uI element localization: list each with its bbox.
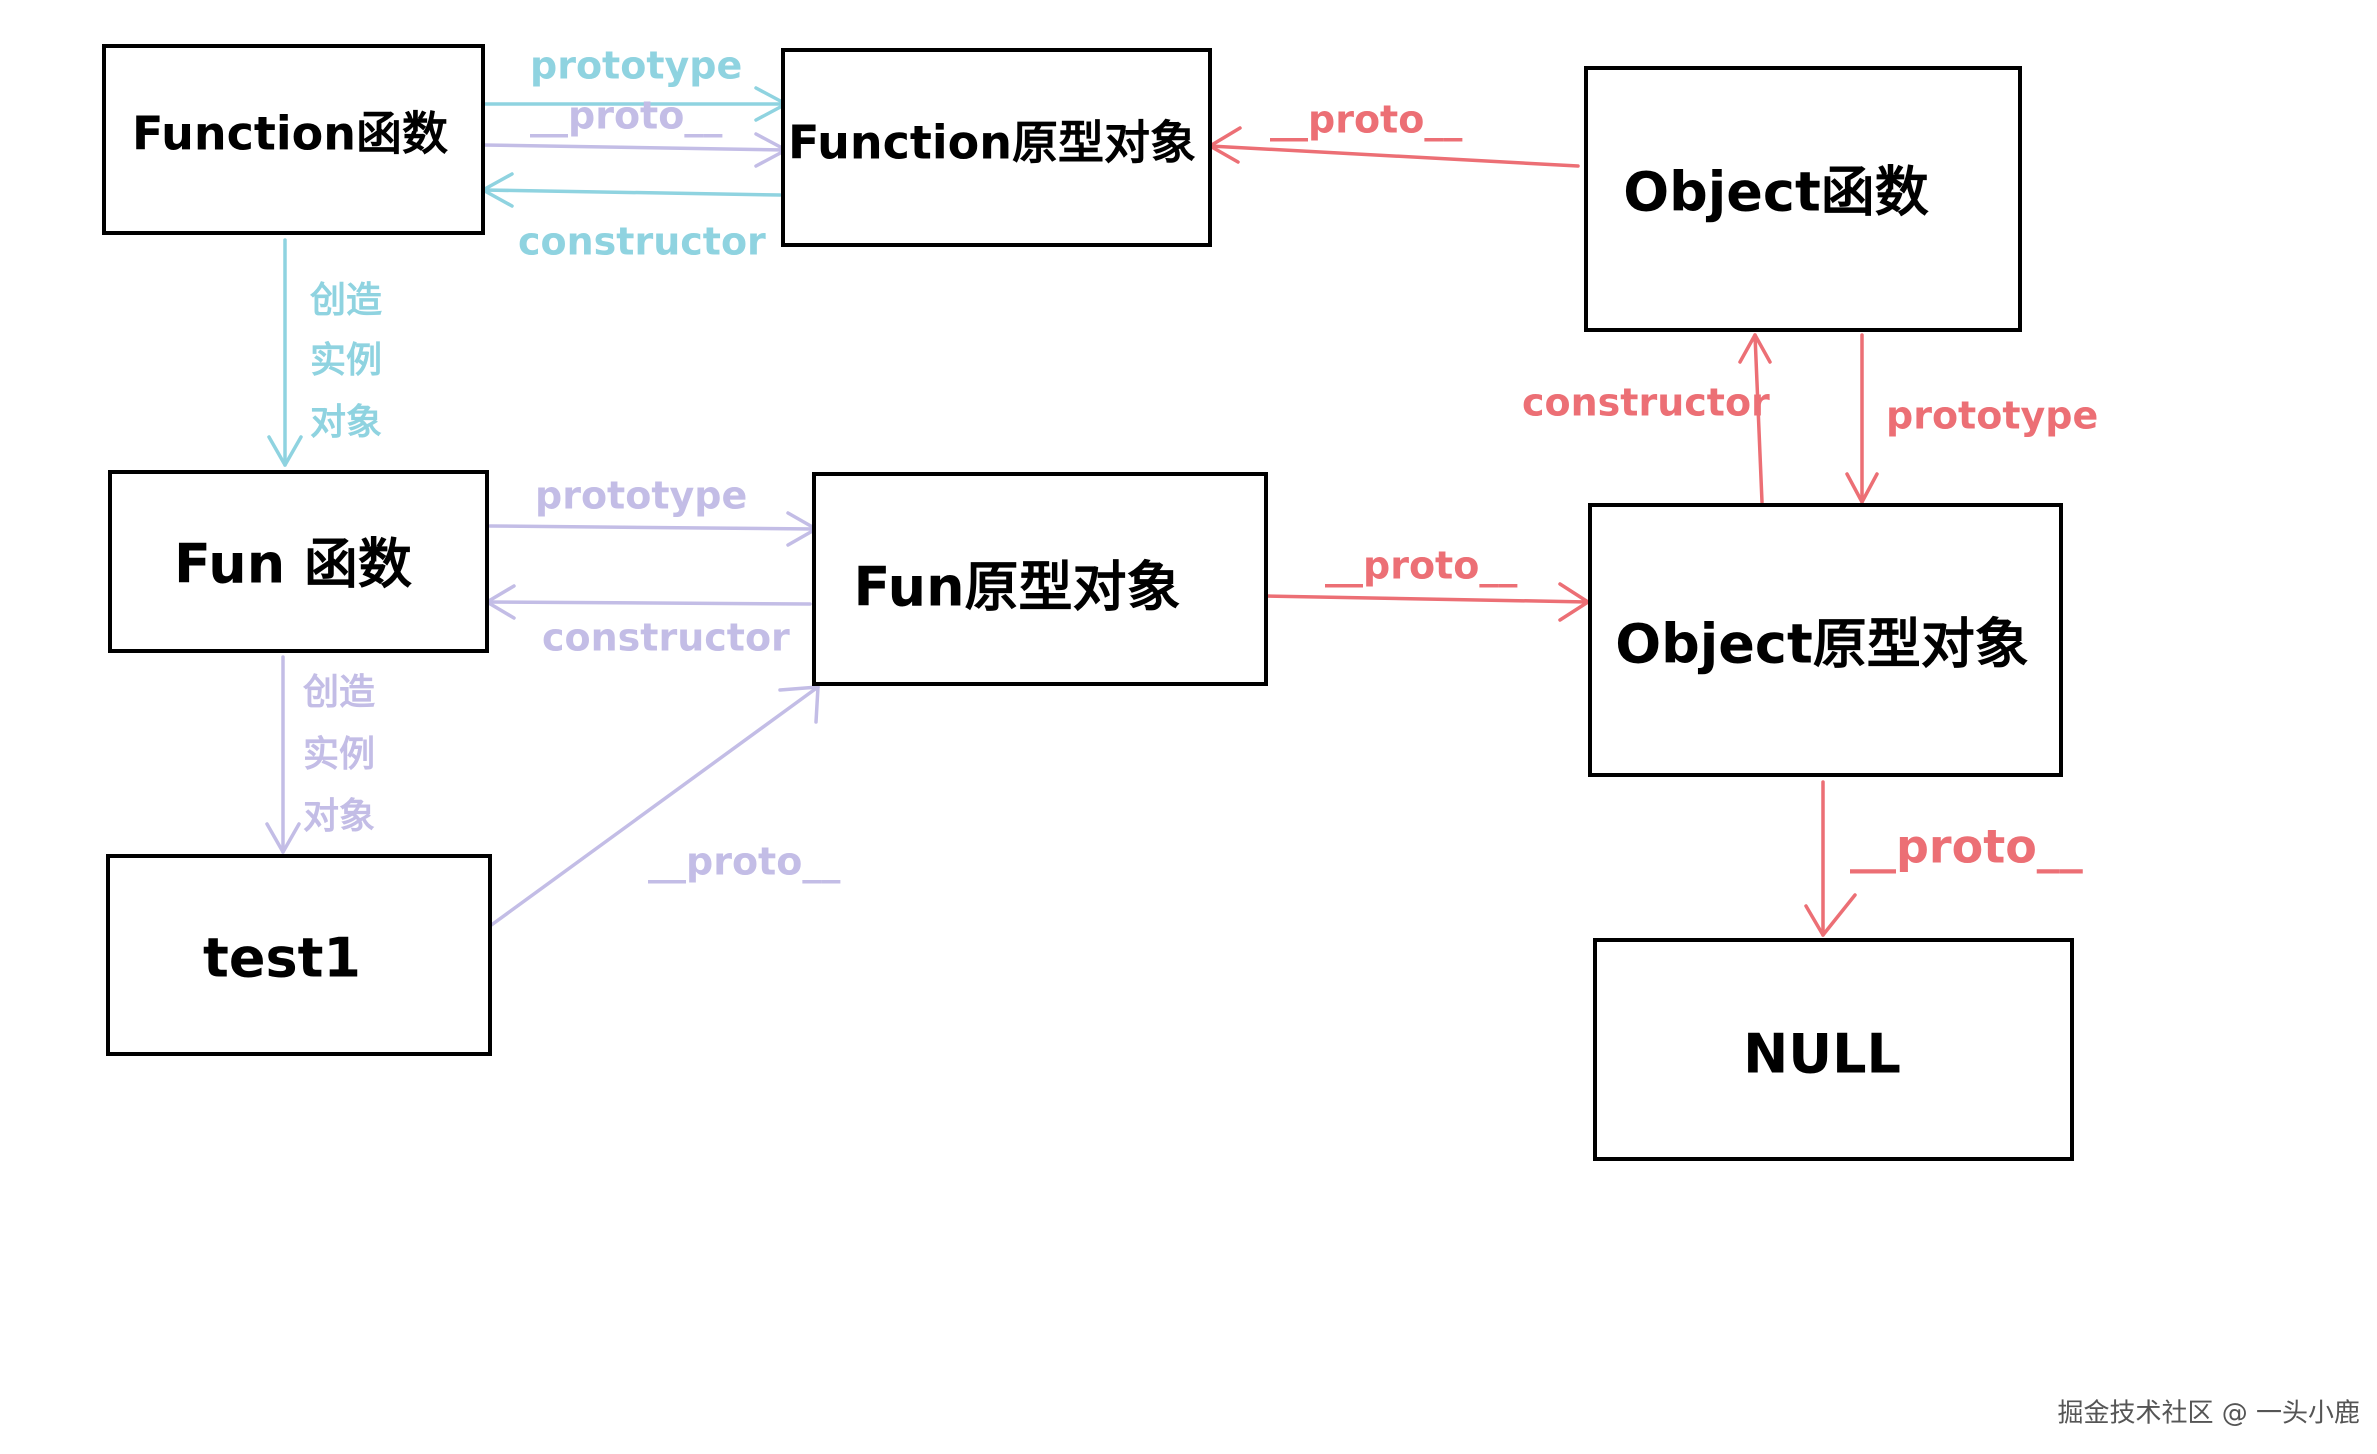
node-object-fn: Object函数 xyxy=(1584,66,2022,332)
edge-function-proto xyxy=(481,132,788,168)
label-fun-create-3: 对象 xyxy=(303,796,375,837)
arrowhead-icon xyxy=(267,435,303,467)
node-box xyxy=(102,44,485,235)
node-box xyxy=(106,854,492,1056)
node-box xyxy=(1593,938,2074,1161)
edge-line xyxy=(488,524,818,531)
node-fun-proto: Fun原型对象 xyxy=(812,472,1268,686)
edge-test1-proto xyxy=(488,685,820,928)
edge-line xyxy=(1264,594,1590,604)
arrowhead-icon xyxy=(265,822,301,854)
node-test1: test1 xyxy=(106,854,492,1056)
edge-line xyxy=(481,188,782,197)
arrowhead-icon xyxy=(1804,893,1857,937)
node-label: test1 xyxy=(203,927,361,990)
edge-fun-prototype xyxy=(488,511,818,547)
node-label: Function函数 xyxy=(132,107,448,161)
label-object-prototype: prototype xyxy=(1886,394,2098,438)
node-label: Fun原型对象 xyxy=(853,556,1180,619)
watermark-text: 掘金技术社区 @ 一头小鹿 xyxy=(2057,1399,2360,1429)
edge-object-prototype xyxy=(1845,333,1879,504)
label-fun-constructor: constructor xyxy=(542,616,790,660)
node-box xyxy=(781,48,1212,247)
node-fun-fn: Fun 函数 xyxy=(108,470,489,653)
label-function-create-1: 创造 xyxy=(310,280,382,321)
node-label: Object函数 xyxy=(1623,161,1929,224)
node-box xyxy=(108,470,489,653)
label-object-proto-to-null: __proto__ xyxy=(1850,820,2083,874)
edge-line xyxy=(1753,333,1764,504)
label-fun-prototype: prototype xyxy=(535,474,747,518)
label-object-constructor: constructor xyxy=(1522,381,1770,425)
edge-fun-constructor xyxy=(485,584,812,620)
edge-line xyxy=(485,600,812,606)
label-function-create-3: 对象 xyxy=(310,402,382,443)
node-box xyxy=(1588,503,2063,777)
node-label: NULL xyxy=(1743,1023,1901,1086)
node-box xyxy=(1584,66,2022,332)
arrowhead-icon xyxy=(778,685,820,724)
label-fun-create-2: 实例 xyxy=(303,734,375,775)
node-function-proto: Function原型对象 xyxy=(781,48,1212,247)
label-function-constructor: constructor xyxy=(518,220,766,264)
edge-object-constructor xyxy=(1738,333,1772,504)
label-fun-proto-to-object: __proto__ xyxy=(1325,544,1517,588)
edge-function-create-instance xyxy=(267,238,303,467)
edge-object-proto-to-null xyxy=(1804,780,1857,937)
arrowhead-icon xyxy=(1738,333,1772,364)
node-object-proto: Object原型对象 xyxy=(1588,503,2063,777)
label-object-fn-proto: __proto__ xyxy=(1270,98,1462,142)
edge-fun-create-instance xyxy=(265,655,301,854)
arrowhead-icon xyxy=(1208,126,1242,164)
label-function-create-2: 实例 xyxy=(310,340,382,381)
edge-function-constructor xyxy=(481,172,782,208)
edge-line xyxy=(1208,144,1580,168)
label-function-proto: __proto__ xyxy=(530,94,722,138)
edge-fun-proto-to-object xyxy=(1264,582,1590,622)
node-box xyxy=(812,472,1268,686)
node-label: Function原型对象 xyxy=(788,116,1196,170)
node-function-fn: Function函数 xyxy=(102,44,485,235)
node-null: NULL xyxy=(1593,938,2074,1161)
label-test1-proto: __proto__ xyxy=(648,840,840,884)
label-function-prototype: prototype xyxy=(530,44,742,88)
label-fun-create-1: 创造 xyxy=(303,672,375,713)
edge-line xyxy=(488,685,820,928)
arrowhead-icon xyxy=(1845,472,1879,504)
node-label: Fun 函数 xyxy=(174,533,412,596)
node-label: Object原型对象 xyxy=(1615,613,2029,676)
edge-line xyxy=(481,143,788,152)
